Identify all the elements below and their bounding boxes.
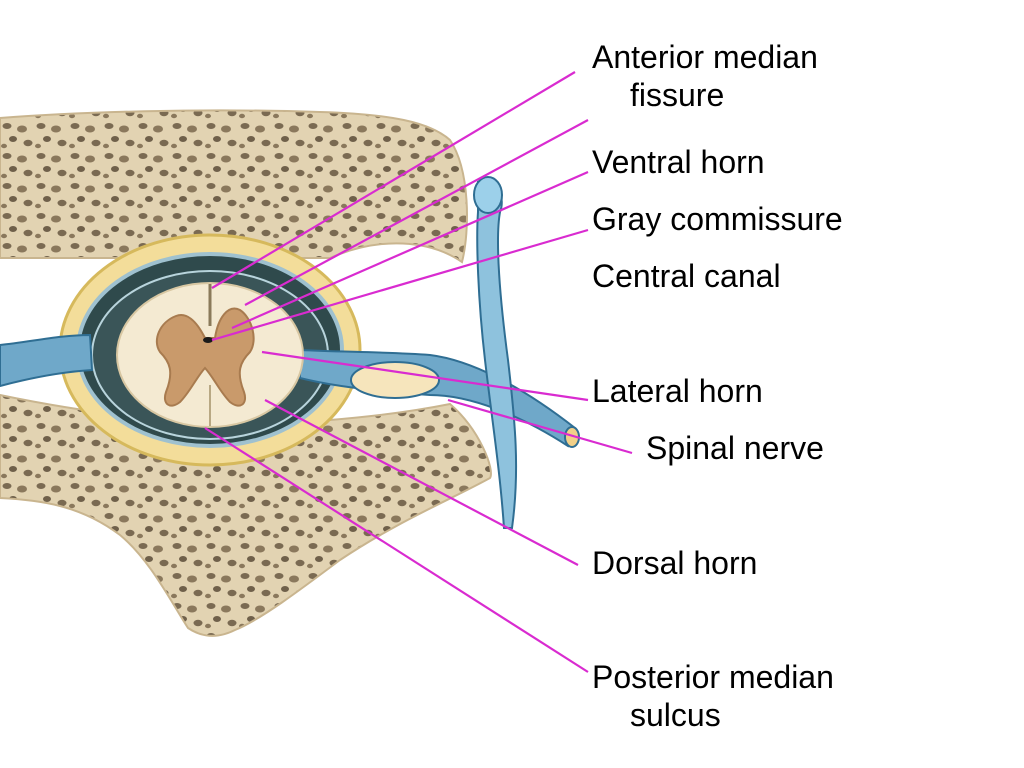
label-posterior-median-sulcus-line2: sulcus: [630, 697, 721, 733]
label-gray-commissure: Gray commissure: [592, 201, 843, 237]
label-posterior-median-sulcus: Posterior median sulcus: [592, 658, 834, 734]
leader-ventral-horn: [244, 119, 589, 306]
leader-anterior-median-fissure: [211, 71, 576, 289]
left-nerve-root: [0, 333, 94, 388]
leader-dorsal-horn: [264, 399, 579, 566]
label-anterior-median-fissure-line2: fissure: [630, 77, 725, 113]
label-anterior-median-fissure-line1: Anterior median: [592, 39, 818, 75]
leader-spinal-nerve: [447, 398, 633, 455]
vertical-vessel: [476, 180, 518, 529]
leader-posterior-median-sulcus: [204, 427, 589, 673]
leader-central-canal: [211, 228, 589, 342]
label-central-canal: Central canal: [592, 258, 781, 294]
label-dorsal-horn: Dorsal horn: [592, 545, 758, 581]
central-canal-mark: [203, 337, 213, 343]
leader-lateral-horn: [261, 350, 589, 402]
label-lateral-horn: Lateral horn: [592, 373, 763, 409]
leader-gray-commissure: [231, 170, 589, 330]
label-anterior-median-fissure: Anterior median fissure: [592, 38, 818, 114]
label-spinal-nerve: Spinal nerve: [646, 430, 824, 466]
gray-matter: [155, 307, 255, 407]
label-ventral-horn: Ventral horn: [592, 144, 765, 180]
label-posterior-median-sulcus-line1: Posterior median: [592, 659, 834, 695]
